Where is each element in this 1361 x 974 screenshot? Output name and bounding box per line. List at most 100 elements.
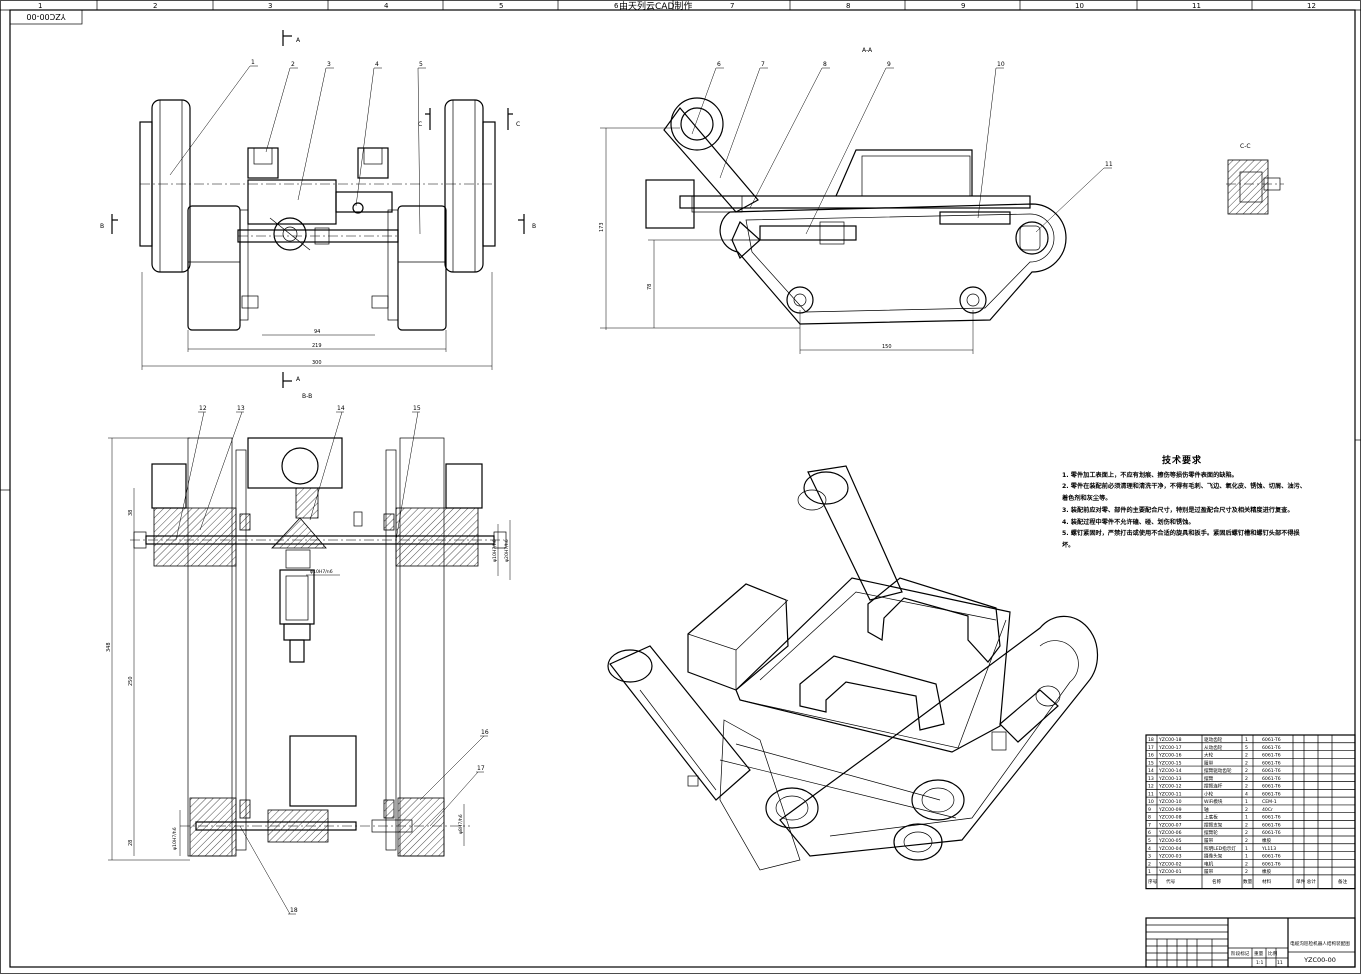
bom-no-18: 18 bbox=[1148, 737, 1154, 743]
drawing-title: 电缆沟巡检机器人结构装配图 bbox=[1290, 940, 1350, 947]
bom-code-8: YZC00-08 bbox=[1158, 815, 1182, 821]
bom-no-10: 10 bbox=[1148, 799, 1154, 805]
bom-qty-4: 1 bbox=[1245, 846, 1248, 852]
dim-94: 94 bbox=[314, 329, 320, 335]
bom-code-16: YZC00-16 bbox=[1158, 753, 1182, 759]
bom-material-4: YL113 bbox=[1261, 846, 1276, 852]
title-block: 电缆沟巡检机器人结构装配图YZC00-00阶段标记重量比例111:1 bbox=[1145, 917, 1356, 968]
bom-name-15: 履带 bbox=[1204, 760, 1214, 766]
bom-qty-8: 1 bbox=[1245, 815, 1248, 821]
bom-material-12: 6061-T6 bbox=[1262, 784, 1281, 790]
bom-material-5: 橡胶 bbox=[1262, 837, 1272, 844]
zone-10: 10 bbox=[1075, 2, 1084, 10]
code-top-left: YZC00-00 bbox=[26, 12, 66, 21]
bom-material-1: 橡胶 bbox=[1262, 868, 1272, 875]
bom-material-10: CEM-1 bbox=[1262, 799, 1277, 805]
bom-qty-3: 1 bbox=[1245, 854, 1248, 860]
bom-code-13: YZC00-13 bbox=[1158, 776, 1182, 782]
zone-3: 3 bbox=[268, 2, 272, 10]
stage-label: 阶段标记 bbox=[1231, 950, 1250, 957]
fit-5: φ10H7/h6 bbox=[172, 827, 178, 850]
bom-name-4: 照明LED指示灯 bbox=[1204, 845, 1236, 852]
bom-name-8: 上底板 bbox=[1204, 814, 1218, 821]
bom-qty-6: 2 bbox=[1245, 830, 1248, 836]
arrow-b-right: B bbox=[532, 223, 536, 230]
bom-qty-17: 5 bbox=[1245, 745, 1248, 751]
bom-no-11: 11 bbox=[1148, 791, 1154, 797]
sheet-number: 11 bbox=[1277, 960, 1283, 966]
weight-label: 重量 bbox=[1254, 950, 1264, 957]
arrow-a-top: A bbox=[296, 37, 301, 44]
bom-name-1: 履带 bbox=[1204, 869, 1214, 875]
bom-code-9: YZC00-09 bbox=[1158, 807, 1182, 813]
bom-header-mass: 单件 总计 bbox=[1296, 878, 1316, 885]
bom-no-5: 5 bbox=[1148, 838, 1151, 844]
bom-header-no: 序号 bbox=[1148, 878, 1158, 885]
balloon-14: 14 bbox=[337, 405, 345, 412]
balloon-17: 17 bbox=[477, 765, 485, 772]
arrow-c-left: C bbox=[418, 121, 422, 128]
bom-no-2: 2 bbox=[1148, 861, 1151, 867]
bom-no-9: 9 bbox=[1148, 807, 1151, 813]
balloon-13: 13 bbox=[237, 405, 245, 412]
bom-name-14: 摆臂驱动齿轮 bbox=[1204, 767, 1232, 774]
zone-1: 1 bbox=[38, 2, 42, 10]
zone-2: 2 bbox=[153, 2, 157, 10]
bom-code-18: YZC00-18 bbox=[1158, 737, 1182, 743]
bom-code-12: YZC00-12 bbox=[1158, 784, 1182, 790]
requirement-2: 2. 零件在装配前必须清理和清洗干净，不得有毛刺、飞边、氧化皮、锈蚀、切屑、油污… bbox=[1062, 483, 1306, 491]
fit-4: φ8H7/h6 bbox=[458, 814, 464, 834]
bom-qty-11: 4 bbox=[1245, 791, 1248, 797]
bom-material-6: 6061-T6 bbox=[1262, 830, 1281, 836]
bom-header-note: 备注 bbox=[1338, 878, 1348, 885]
bom-code-6: YZC00-06 bbox=[1158, 830, 1182, 836]
bom-qty-15: 2 bbox=[1245, 760, 1248, 766]
dim-150: 150 bbox=[882, 344, 892, 350]
balloon-9: 9 bbox=[887, 61, 891, 68]
balloon-3: 3 bbox=[327, 61, 331, 68]
bom-qty-7: 2 bbox=[1245, 822, 1248, 828]
title-aa: A-A bbox=[862, 47, 873, 54]
balloon-11: 11 bbox=[1105, 161, 1113, 168]
bom-material-2: 6061-T6 bbox=[1262, 861, 1281, 867]
requirement-2b: 着色剂和灰尘等。 bbox=[1062, 495, 1112, 503]
balloon-10: 10 bbox=[997, 61, 1005, 68]
bom-qty-9: 2 bbox=[1245, 807, 1248, 813]
bom-code-5: YZC00-05 bbox=[1158, 838, 1182, 844]
zone-12: 12 bbox=[1307, 2, 1316, 10]
bom-material-16: 6061-T6 bbox=[1262, 753, 1281, 759]
requirements-title: 技术要求 bbox=[1161, 456, 1202, 466]
side-marks bbox=[0, 439, 1361, 491]
technical-requirements: 技术要求 1. 零件加工表面上，不应有划痕、擦伤等损伤零件表面的缺陷。 2. 零… bbox=[1062, 456, 1306, 552]
requirement-1: 1. 零件加工表面上，不应有划痕、擦伤等损伤零件表面的缺陷。 bbox=[1062, 471, 1238, 479]
requirement-4: 4. 装配过程中零件不允许磕、碰、划伤和锈蚀。 bbox=[1062, 518, 1195, 526]
bom-name-16: 大轮 bbox=[1204, 752, 1214, 759]
bom-material-17: 6061-T6 bbox=[1262, 745, 1281, 751]
bom-code-7: YZC00-07 bbox=[1158, 822, 1182, 828]
balloon-1: 1 bbox=[251, 59, 255, 66]
balloon-5: 5 bbox=[419, 61, 423, 68]
bom-qty-2: 2 bbox=[1245, 861, 1248, 867]
bom-header-qty: 数量 bbox=[1243, 878, 1253, 885]
bom-name-2: 电机 bbox=[1204, 860, 1214, 867]
bom-no-16: 16 bbox=[1148, 753, 1154, 759]
bom-header-code: 代号 bbox=[1166, 878, 1176, 885]
code-box-top-left: YZC00-00 bbox=[9, 9, 83, 25]
bom-name-5: 履带 bbox=[1204, 838, 1214, 844]
bom-name-13: 摆臂 bbox=[1204, 775, 1214, 782]
bom-name-12: 摆臂连杆 bbox=[1204, 783, 1223, 790]
bom-qty-12: 2 bbox=[1245, 784, 1248, 790]
bom-code-15: YZC00-15 bbox=[1158, 760, 1182, 766]
bom-no-7: 7 bbox=[1148, 822, 1151, 828]
balloon-18: 18 bbox=[290, 907, 298, 914]
bom-qty-18: 1 bbox=[1245, 737, 1248, 743]
dim-28: 28 bbox=[128, 840, 134, 846]
scale-value: 1:1 bbox=[1256, 960, 1263, 966]
zone-strip-top: 1 2 3 4 5 6 7 8 9 10 11 12 由天列云CAD制作 bbox=[38, 0, 1316, 12]
bom-no-3: 3 bbox=[1148, 854, 1151, 860]
dim-173: 173 bbox=[599, 222, 605, 232]
bom-material-13: 6061-T6 bbox=[1262, 776, 1281, 782]
bom-no-8: 8 bbox=[1148, 815, 1151, 821]
bom-code-4: YZC00-04 bbox=[1158, 846, 1182, 852]
section-bb: B-B bbox=[106, 393, 511, 915]
